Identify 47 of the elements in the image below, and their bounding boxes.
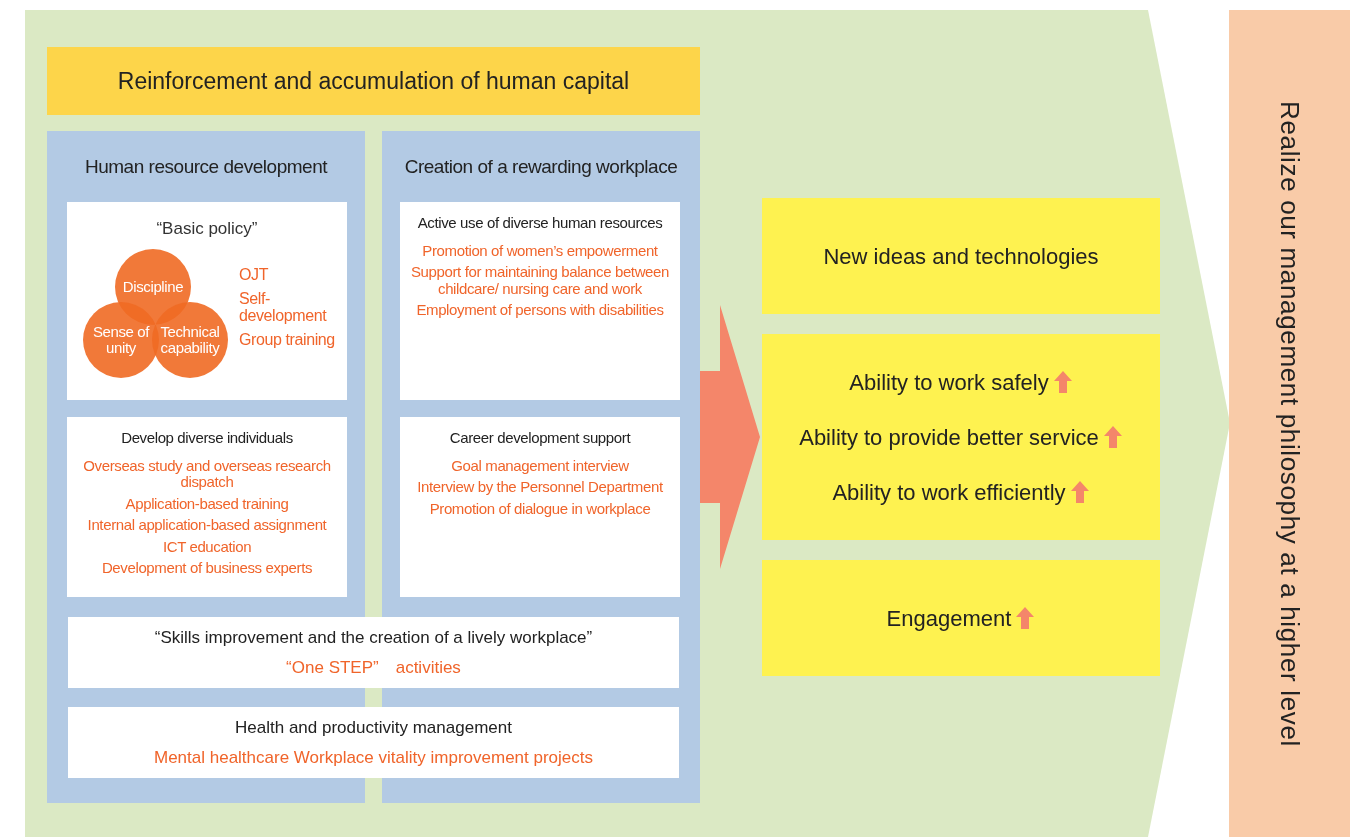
- info-card: [67, 417, 347, 597]
- result-text: Ability to provide better service: [799, 423, 1099, 452]
- policy-card: [67, 202, 347, 400]
- card-title: Health and productivity management: [235, 717, 512, 739]
- info-card: [68, 707, 679, 778]
- list-item: Self-development: [239, 289, 328, 325]
- list-item: Application-based training: [125, 495, 289, 512]
- result-box: [762, 198, 1160, 314]
- result-text: Ability to work efficiently: [832, 478, 1066, 507]
- list-item: Development of business experts: [101, 560, 313, 577]
- result-text: Engagement: [886, 604, 1012, 633]
- circle-label: Discipline: [121, 278, 185, 296]
- info-card: [68, 617, 679, 688]
- chevron-band: [25, 10, 1230, 837]
- circle-label: Sense of unity: [91, 323, 151, 357]
- block-arrow: [700, 305, 760, 569]
- vertical-text: Realize our management philosophy at a higher level: [1274, 100, 1306, 747]
- card-title: Develop diverse individuals: [121, 428, 293, 448]
- info-card: [400, 417, 680, 597]
- list-item: Group training: [239, 330, 336, 349]
- list-item: Mental healthcare Workplace vitality improvement projects: [153, 746, 593, 769]
- list-item: Overseas study and overseas research dispatch: [82, 457, 332, 491]
- list-item: Internal application-based assignment: [87, 517, 327, 534]
- info-card: [400, 202, 680, 400]
- list-item: Interview by the Personnel Department: [417, 479, 663, 496]
- result-text: New ideas and technologies: [823, 242, 1099, 271]
- header-banner: [47, 47, 700, 115]
- list-item: Employment of persons with disabilities: [416, 302, 664, 319]
- result-box: [762, 334, 1160, 540]
- list-item: Goal management interview: [451, 457, 629, 474]
- circle-label: Technical capability: [159, 323, 221, 357]
- list-item: Promotion of dialogue in workplace: [429, 500, 651, 517]
- goal-band: [1229, 10, 1350, 837]
- card-title: “Basic policy”: [155, 218, 259, 240]
- result-box: [762, 560, 1160, 676]
- list-item: Promotion of women’s empowerment: [422, 242, 658, 259]
- panel-heading: Human resource development: [83, 155, 329, 179]
- list-item: ICT education: [162, 538, 252, 555]
- card-title: Active use of diverse human resources: [417, 213, 663, 233]
- card-title: Career development support: [449, 428, 631, 448]
- card-title: “Skills improvement and the creation of a lively workplace”: [154, 627, 593, 649]
- list-item: OJT: [239, 266, 270, 284]
- panel-heading: Creation of a rewarding workplace: [403, 155, 679, 179]
- heading: Reinforcement and accumulation of human capital: [117, 66, 630, 96]
- list-item: “One STEP” activities: [286, 656, 461, 679]
- result-text: Ability to work safely: [849, 368, 1049, 397]
- list-item: Support for maintaining balance between childcare/ nursing care and work: [409, 264, 671, 297]
